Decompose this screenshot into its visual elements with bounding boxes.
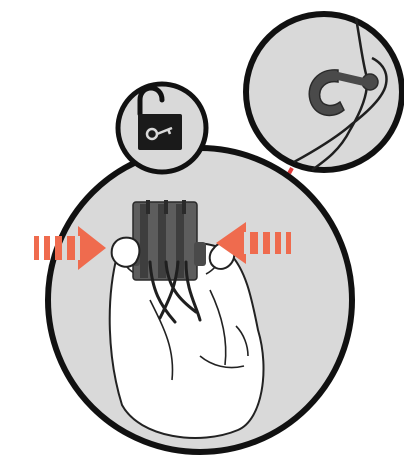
cords xyxy=(148,260,202,324)
callout-detail xyxy=(243,11,404,173)
press-arrow-left-icon xyxy=(34,226,106,270)
unlock-badge xyxy=(115,81,209,175)
cord-line-a xyxy=(311,17,369,172)
main-scene xyxy=(34,145,355,455)
key-icon xyxy=(145,126,173,141)
callout-circle xyxy=(243,11,404,173)
release-clip-icon xyxy=(128,200,206,281)
press-arrow-right-icon xyxy=(216,222,291,264)
left-thumb xyxy=(110,236,141,268)
unlock-padlock-icon xyxy=(137,85,165,117)
cord-hook-icon xyxy=(308,69,379,117)
cord-line-b xyxy=(293,56,388,164)
